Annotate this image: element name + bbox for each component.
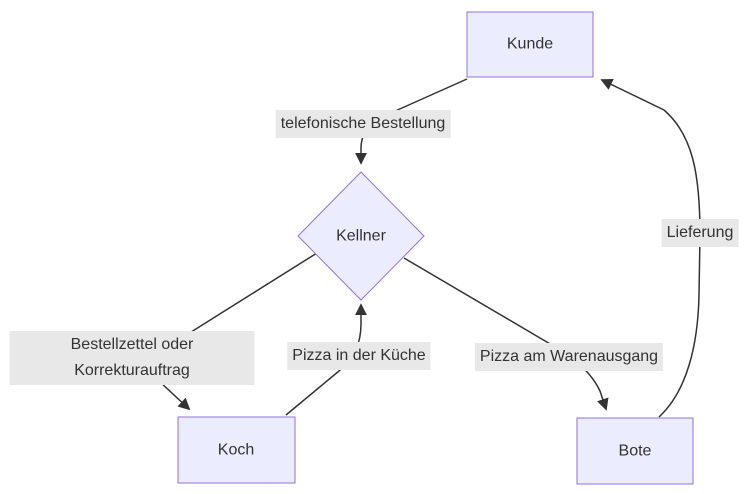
node-kellner-label: Kellner [336, 227, 386, 245]
node-koch-label: Koch [217, 441, 255, 459]
edge-label-pizza-in-der-kueche: Pizza in der Küche [287, 342, 431, 370]
node-koch-shape [177, 416, 296, 484]
node-kellner-shape [297, 171, 425, 301]
node-bote-shape [576, 417, 694, 485]
node-kunde-shape [466, 11, 594, 78]
edge-label-lieferung: Lieferung [661, 219, 739, 247]
edge-label-pizza-am-warenausgang: Pizza am Warenausgang [474, 343, 664, 371]
node-bote-label: Bote [618, 442, 652, 460]
edge-kellner-to-bote [403, 257, 609, 411]
edge-label-telefonische-bestellung: telefonische Bestellung [275, 110, 451, 138]
node-kunde-label: Kunde [506, 35, 554, 53]
edge-label-bestellzettel-oder-korrekturauftrag: Bestellzettel oder Korrekturauftrag [9, 331, 255, 385]
